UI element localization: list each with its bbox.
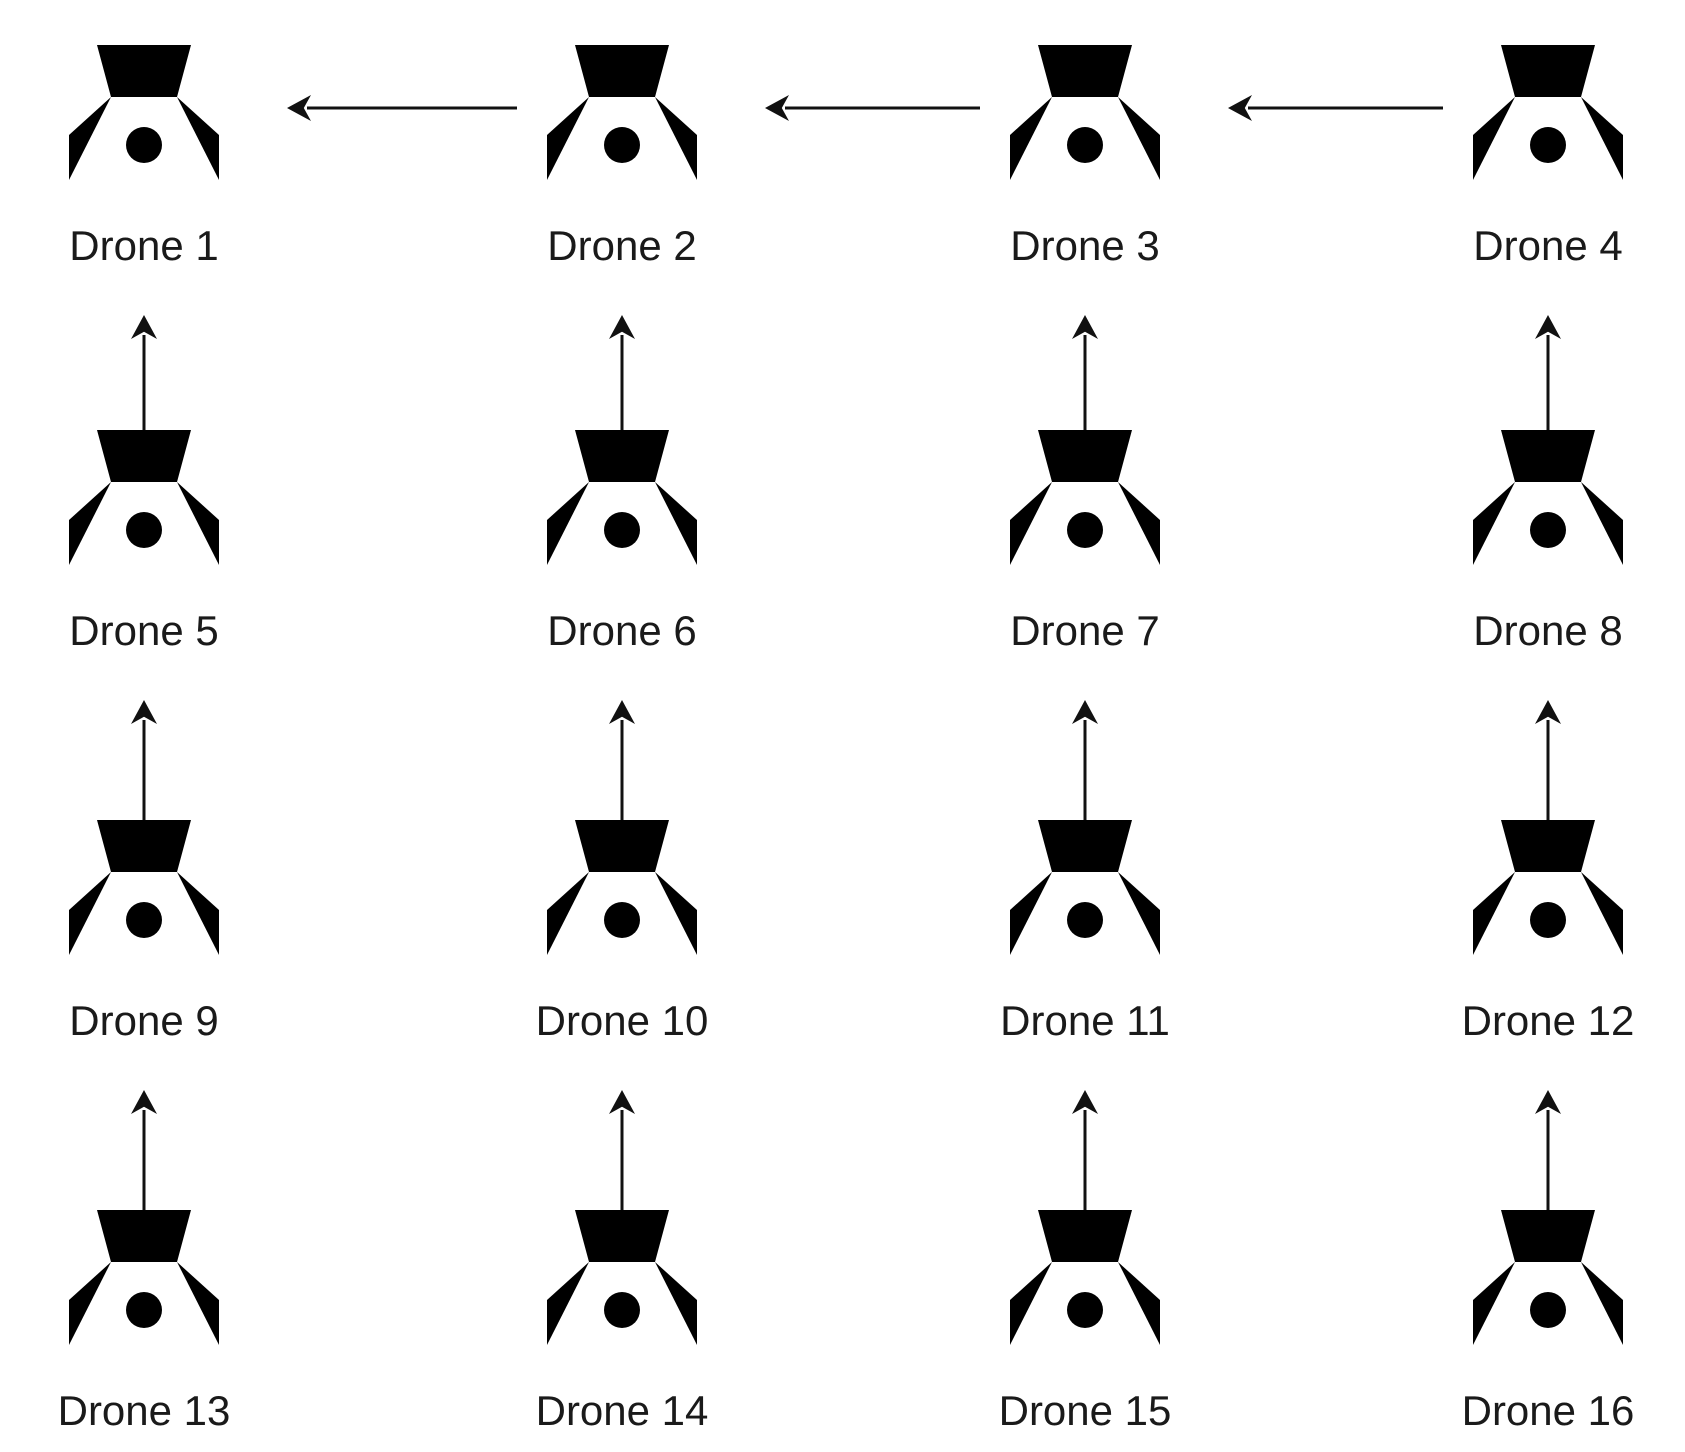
drone-label: Drone 6 xyxy=(547,607,696,654)
arrow-head xyxy=(1072,315,1098,339)
drone-label: Drone 11 xyxy=(1000,997,1170,1044)
drone-icon xyxy=(978,820,1192,955)
drone-label: Drone 3 xyxy=(1010,222,1159,269)
connection-arrow xyxy=(1072,700,1098,828)
connection-arrow xyxy=(131,700,157,828)
edges-layer xyxy=(131,95,1561,1218)
connection-arrow xyxy=(1072,315,1098,438)
drone-label: Drone 9 xyxy=(69,997,218,1044)
arrow-head xyxy=(1535,700,1561,724)
drone-label: Drone 1 xyxy=(69,222,218,269)
drone-icon xyxy=(1441,820,1655,955)
connection-arrow xyxy=(609,315,635,438)
connection-arrow xyxy=(131,1090,157,1218)
drone-label: Drone 16 xyxy=(1462,1387,1635,1434)
drone-node: Drone 6 xyxy=(515,430,729,654)
arrow-head xyxy=(609,1090,635,1114)
arrow-head xyxy=(1535,315,1561,339)
connection-arrow xyxy=(1535,1090,1561,1218)
drone-icon xyxy=(978,430,1192,565)
drone-icon xyxy=(515,430,729,565)
drone-icon xyxy=(978,1210,1192,1345)
drone-label: Drone 4 xyxy=(1473,222,1622,269)
drone-node: Drone 12 xyxy=(1441,820,1655,1044)
nodes-layer: Drone 1 Drone 2 Drone 3 Drone 4 Drone 5 Drone… xyxy=(37,45,1655,1434)
drone-node: Drone 9 xyxy=(37,820,251,1044)
arrow-head xyxy=(1228,95,1252,121)
connection-arrow xyxy=(609,700,635,828)
drone-node: Drone 8 xyxy=(1441,430,1655,654)
connection-arrow xyxy=(1072,1090,1098,1218)
drone-label: Drone 12 xyxy=(1462,997,1635,1044)
drone-label: Drone 5 xyxy=(69,607,218,654)
drone-icon xyxy=(515,820,729,955)
arrow-head xyxy=(1072,1090,1098,1114)
drone-node: Drone 13 xyxy=(37,1210,251,1434)
drone-node: Drone 16 xyxy=(1441,1210,1655,1434)
drone-node: Drone 3 xyxy=(978,45,1192,269)
drone-icon xyxy=(515,45,729,180)
drone-label: Drone 15 xyxy=(999,1387,1172,1434)
drone-icon xyxy=(1441,430,1655,565)
drone-node: Drone 15 xyxy=(978,1210,1192,1434)
drone-icon xyxy=(1441,1210,1655,1345)
connection-arrow xyxy=(131,315,157,438)
drone-node: Drone 11 xyxy=(978,820,1192,1044)
arrow-head xyxy=(131,700,157,724)
connection-arrow xyxy=(1535,315,1561,438)
drone-icon xyxy=(515,1210,729,1345)
drone-icon xyxy=(37,430,251,565)
connection-arrow xyxy=(1228,95,1443,121)
drone-label: Drone 2 xyxy=(547,222,696,269)
drone-label: Drone 14 xyxy=(536,1387,709,1434)
drone-node: Drone 7 xyxy=(978,430,1192,654)
drone-icon xyxy=(37,1210,251,1345)
arrow-head xyxy=(131,1090,157,1114)
drone-icon xyxy=(37,45,251,180)
drone-node: Drone 1 xyxy=(37,45,251,269)
drone-node: Drone 14 xyxy=(515,1210,729,1434)
drone-node: Drone 5 xyxy=(37,430,251,654)
connection-arrow xyxy=(1535,700,1561,828)
drone-label: Drone 8 xyxy=(1473,607,1622,654)
arrow-head xyxy=(287,95,311,121)
drone-label: Drone 7 xyxy=(1010,607,1159,654)
drone-icon xyxy=(37,820,251,955)
drone-label: Drone 13 xyxy=(58,1387,231,1434)
arrow-head xyxy=(609,700,635,724)
arrow-head xyxy=(765,95,789,121)
drone-node: Drone 2 xyxy=(515,45,729,269)
arrow-head xyxy=(609,315,635,339)
arrow-head xyxy=(1535,1090,1561,1114)
drone-icon xyxy=(978,45,1192,180)
connection-arrow xyxy=(765,95,980,121)
arrow-head xyxy=(1072,700,1098,724)
drone-label: Drone 10 xyxy=(536,997,709,1044)
connection-arrow xyxy=(609,1090,635,1218)
drone-icon xyxy=(1441,45,1655,180)
arrow-head xyxy=(131,315,157,339)
drone-node: Drone 10 xyxy=(515,820,729,1044)
connection-arrow xyxy=(287,95,517,121)
drone-node: Drone 4 xyxy=(1441,45,1655,269)
